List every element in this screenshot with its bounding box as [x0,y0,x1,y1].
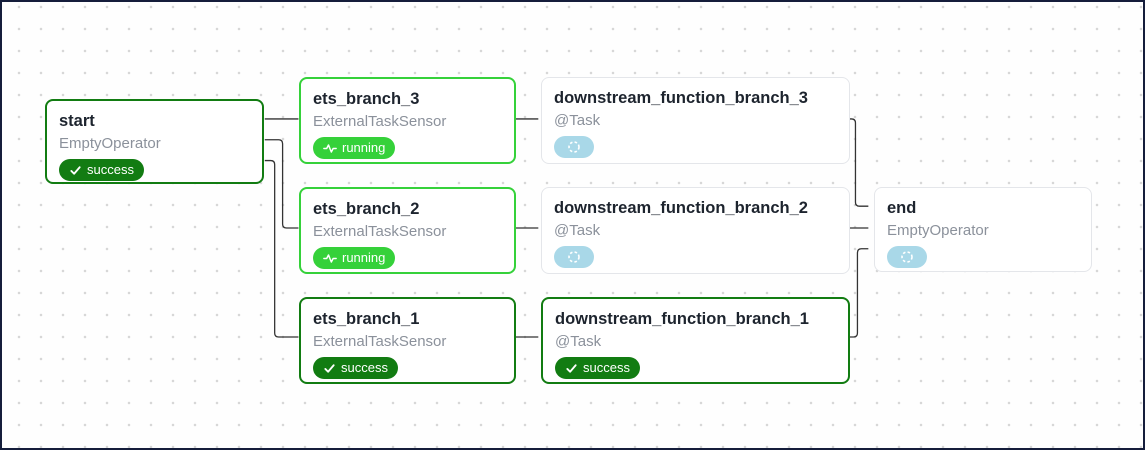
operator-name: @Task [554,221,601,239]
status-label: success [87,162,134,178]
task-node-end[interactable]: end EmptyOperator [874,187,1092,272]
status-badge: success [313,357,398,380]
task-node-ets_branch_1[interactable]: ets_branch_1 ExternalTaskSensor success [299,297,516,384]
operator-name: @Task [555,332,602,350]
activity-icon [323,252,337,265]
check-icon [323,362,336,375]
task-name: ets_branch_3 [313,90,420,108]
task-node-ets_branch_3[interactable]: ets_branch_3 ExternalTaskSensor running [299,77,516,164]
status-badge [554,136,594,159]
task-node-downstream_function_branch_2[interactable]: downstream_function_branch_2 @Task [541,187,850,274]
edge-start-to-ets_branch_2 [264,139,299,229]
status-label: running [342,140,386,156]
edge-start-to-ets_branch_1 [264,159,299,338]
task-name: end [887,199,917,217]
status-badge [554,246,594,269]
dashed-circle-icon [567,140,581,154]
status-badge: success [59,159,144,182]
task-node-downstream_function_branch_3[interactable]: downstream_function_branch_3 @Task [541,77,850,164]
task-node-downstream_function_branch_1[interactable]: downstream_function_branch_1 @Task succe… [541,297,850,384]
operator-name: ExternalTaskSensor [313,112,447,130]
dashed-circle-icon [567,250,581,264]
status-badge: running [313,137,396,160]
task-node-start[interactable]: start EmptyOperator success [45,99,264,184]
status-label: running [342,250,386,266]
operator-name: EmptyOperator [59,134,161,152]
check-icon [565,362,578,375]
task-name: ets_branch_2 [313,200,420,218]
status-label: success [583,360,630,376]
operator-name: ExternalTaskSensor [313,332,447,350]
dashed-circle-icon [900,250,914,264]
operator-name: ExternalTaskSensor [313,222,447,240]
status-badge: running [313,247,396,270]
task-node-ets_branch_2[interactable]: ets_branch_2 ExternalTaskSensor running [299,187,516,274]
task-name: ets_branch_1 [313,310,420,328]
task-name: downstream_function_branch_3 [554,89,808,107]
status-label: success [341,360,388,376]
task-name: downstream_function_branch_2 [554,199,808,217]
check-icon [69,164,82,177]
task-name: start [59,112,95,130]
activity-icon [323,142,337,155]
status-badge: success [555,357,640,380]
status-badge [887,246,927,269]
operator-name: EmptyOperator [887,221,989,239]
operator-name: @Task [554,111,601,129]
task-name: downstream_function_branch_1 [555,310,809,328]
